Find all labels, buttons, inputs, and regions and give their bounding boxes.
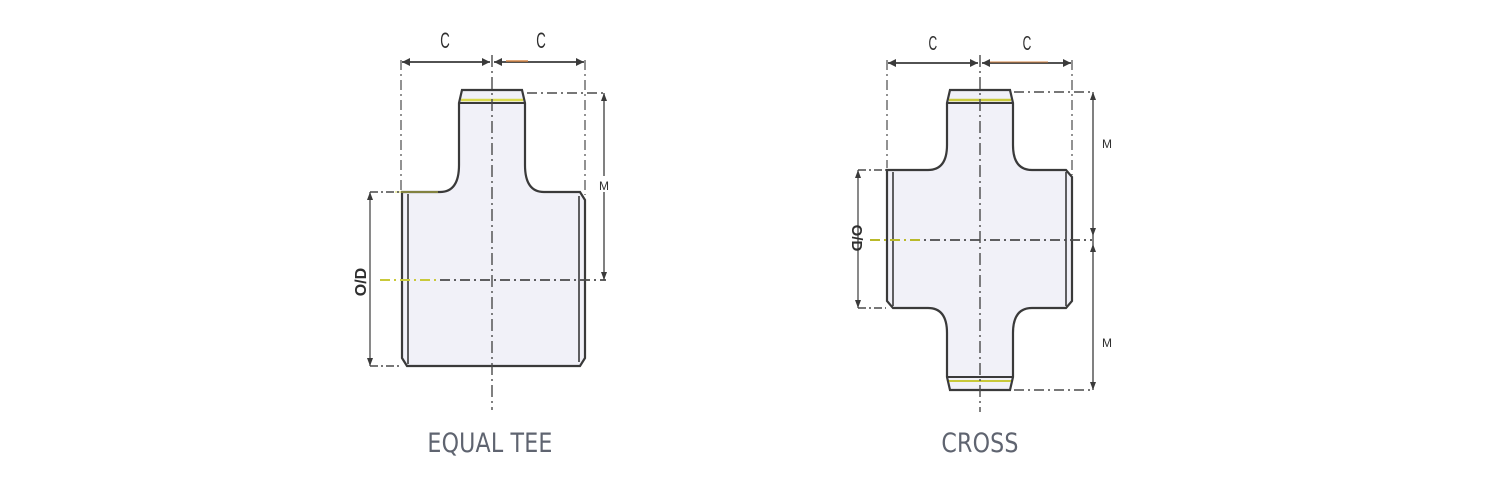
equal-tee-figure: C C M O/D EQUAL TEE	[340, 0, 640, 500]
m-top-label: M	[1102, 137, 1112, 151]
cross-figure: C C M M O/D CROSS	[820, 0, 1140, 500]
tee-body-shape	[400, 88, 587, 368]
m-label: M	[599, 179, 609, 193]
c-right-label: C	[536, 29, 546, 53]
c-right-label: C	[1023, 33, 1032, 55]
c-left-label: C	[440, 29, 450, 53]
equal-tee-drawing: C C M O/D	[353, 29, 610, 410]
equal-tee-caption: EQUAL TEE	[427, 428, 553, 459]
od-label: O/D	[353, 268, 370, 296]
cross-caption: CROSS	[941, 428, 1019, 459]
c-left-label: C	[928, 33, 937, 55]
cross-drawing: C C M M O/D	[848, 33, 1112, 412]
od-label: O/D	[848, 225, 865, 252]
m-bottom-label: M	[1102, 336, 1112, 350]
